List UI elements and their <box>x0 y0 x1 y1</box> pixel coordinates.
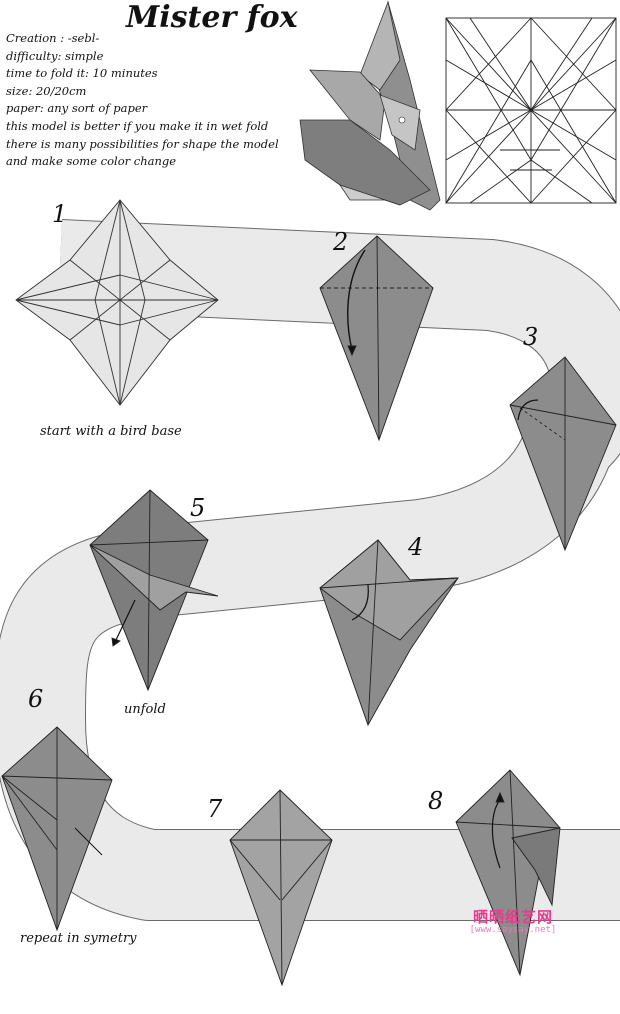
info-line: this model is better if you make it in w… <box>6 118 306 136</box>
crease-pattern <box>446 18 616 203</box>
step-number-6: 6 <box>28 685 43 713</box>
step-number-5: 5 <box>190 494 205 522</box>
step-number-1: 1 <box>52 200 67 228</box>
step-number-3: 3 <box>523 323 538 351</box>
fox-model-illustration <box>300 2 440 210</box>
info-line: time to fold it: 10 minutes <box>6 65 306 83</box>
step1-caption: start with a bird base <box>40 424 182 439</box>
step-number-2: 2 <box>333 228 348 256</box>
step-number-8: 8 <box>428 787 443 815</box>
info-list: Creation : -sebl- difficulty: simple tim… <box>6 30 306 171</box>
info-line: paper: any sort of paper <box>6 100 306 118</box>
info-line: there is many possibilities for shape th… <box>6 136 306 154</box>
watermark-url: [www.saysay.net] <box>458 925 568 935</box>
info-line: size: 20/20cm <box>6 83 306 101</box>
step6-caption: repeat in symetry <box>20 931 137 946</box>
info-line: Creation : -sebl- <box>6 30 306 48</box>
step5-caption: unfold <box>124 702 166 717</box>
step-number-4: 4 <box>408 533 423 561</box>
info-line: difficulty: simple <box>6 48 306 66</box>
step-number-7: 7 <box>207 795 222 823</box>
watermark-main: 晒晒纸艺网 <box>458 906 568 927</box>
watermark: 晒晒纸艺网 [www.saysay.net] <box>458 906 568 935</box>
info-line: and make some color change <box>6 153 306 171</box>
